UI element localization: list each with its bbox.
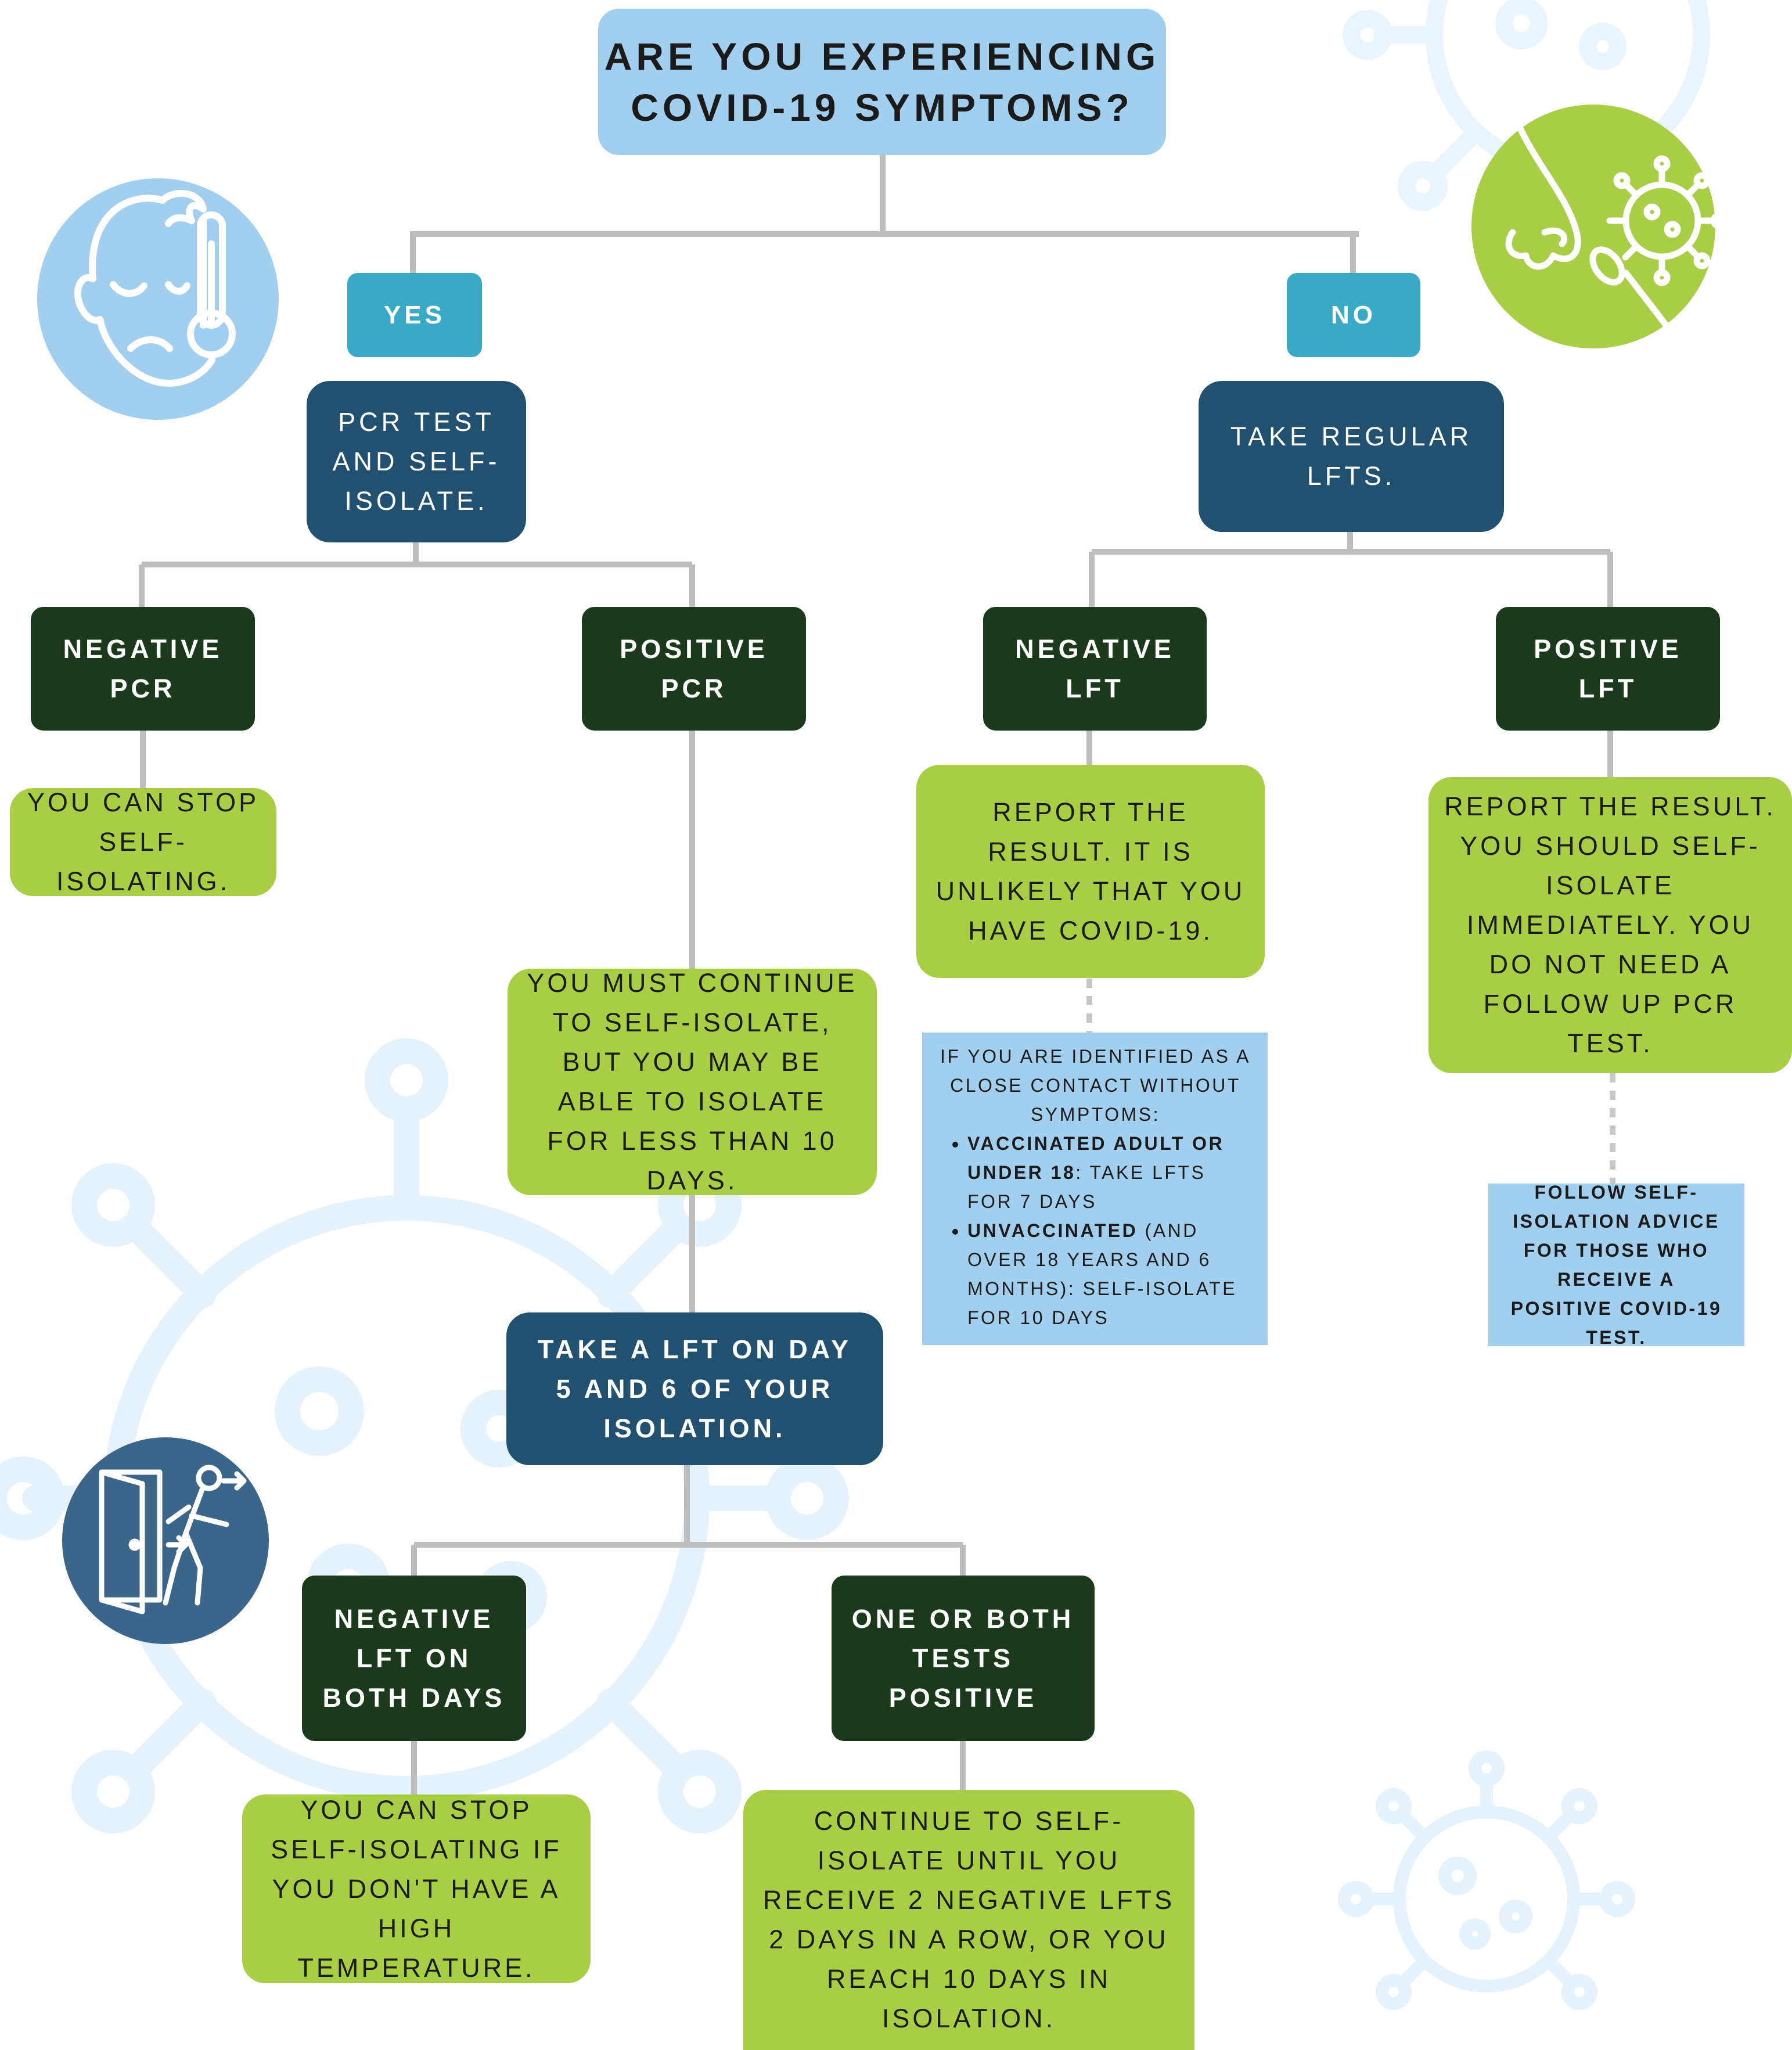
continue-until-negative-advice: Continue to self-isolate until you recei… [743,1790,1194,2050]
stop-isolating-text: You can stop self-isolating. [27,787,260,896]
sick-face-thermometer-icon [37,178,279,420]
yes-label: Yes [347,273,482,357]
no-text: No [1331,300,1376,329]
vaccinated-label: Vaccinated adult or under 18 [967,1133,1225,1183]
regular-lft-text: Take regular LFTs. [1230,422,1473,491]
virus-background-icon [1338,1750,1635,2010]
negative-lft-text: Negative LFT [1015,634,1175,703]
continue-isolate-text: You must continue to self-isolate, but y… [527,968,858,1195]
follow-isolation-text: Follow self-isolation advice for those w… [1510,1182,1722,1348]
lft-day-5-6-text: Take a LFT on day 5 and 6 of your isolat… [537,1334,852,1443]
one-or-both-positive-text: One or both tests positive [851,1603,1075,1713]
unvaccinated-detail: (and over 18 years and 6 months): self-i… [967,1220,1237,1328]
close-contact-info: If you are identified as a close contact… [922,1033,1268,1345]
positive-lft-advice-text: Report the result. You should self-isola… [1444,792,1776,1058]
positive-lft-text: Positive LFT [1534,634,1682,703]
positive-lft-result: Positive LFT [1496,607,1720,731]
list-item: Unvaccinated (and over 18 years and 6 mo… [967,1216,1251,1332]
one-or-both-positive-result: One or both tests positive [832,1576,1095,1741]
negative-pcr-result: Negative PCR [31,607,255,731]
page-title: Are you experiencing COVID-19 symptoms? [598,9,1166,155]
positive-lft-advice: Report the result. You should self-isola… [1428,777,1792,1073]
continue-until-negative-text: Continue to self-isolate until you recei… [762,1806,1175,2033]
positive-pcr-text: Positive PCR [620,634,768,703]
nose-swab-virus-icon [1471,105,1728,352]
negative-pcr-text: Negative PCR [63,634,223,703]
stop-isolating-advice: You can stop self-isolating. [10,787,276,896]
title-text: Are you experiencing COVID-19 symptoms? [604,35,1160,129]
list-item: Vaccinated adult or under 18: take LFTs … [967,1129,1251,1216]
negative-lft-advice: Report the result. It is unlikely that y… [916,765,1265,978]
negative-both-days-result: Negative LFT on both days [302,1576,526,1741]
vaccinated-detail: : take LFTs for 7 days [967,1162,1206,1212]
unvaccinated-label: Unvaccinated [967,1220,1138,1241]
stop-if-no-temperature-advice: You can stop self-isolating if you don't… [242,1794,591,1983]
pcr-test-step: PCR test and self-isolate. [307,381,526,542]
pcr-test-text: PCR test and self-isolate. [332,407,501,516]
virus-background-icon [1343,0,1710,211]
negative-both-days-text: Negative LFT on both days [322,1603,506,1713]
yes-text: Yes [383,300,446,329]
continue-isolate-advice: You must continue to self-isolate, but y… [508,968,877,1195]
exit-door-icon [62,1437,269,1644]
lft-day-5-6-step: Take a LFT on day 5 and 6 of your isolat… [506,1312,883,1465]
negative-lft-result: Negative LFT [983,607,1207,731]
follow-isolation-info: Follow self-isolation advice for those w… [1488,1182,1744,1348]
close-contact-list: Vaccinated adult or under 18: take LFTs … [940,1129,1251,1332]
positive-pcr-result: Positive PCR [582,607,806,731]
no-label: No [1287,273,1420,357]
stop-if-no-temperature-text: You can stop self-isolating if you don't… [271,1794,562,1983]
close-contact-heading: If you are identified as a close contact… [940,1046,1251,1125]
regular-lft-step: Take regular LFTs. [1199,381,1504,532]
negative-lft-advice-text: Report the result. It is unlikely that y… [935,797,1246,945]
